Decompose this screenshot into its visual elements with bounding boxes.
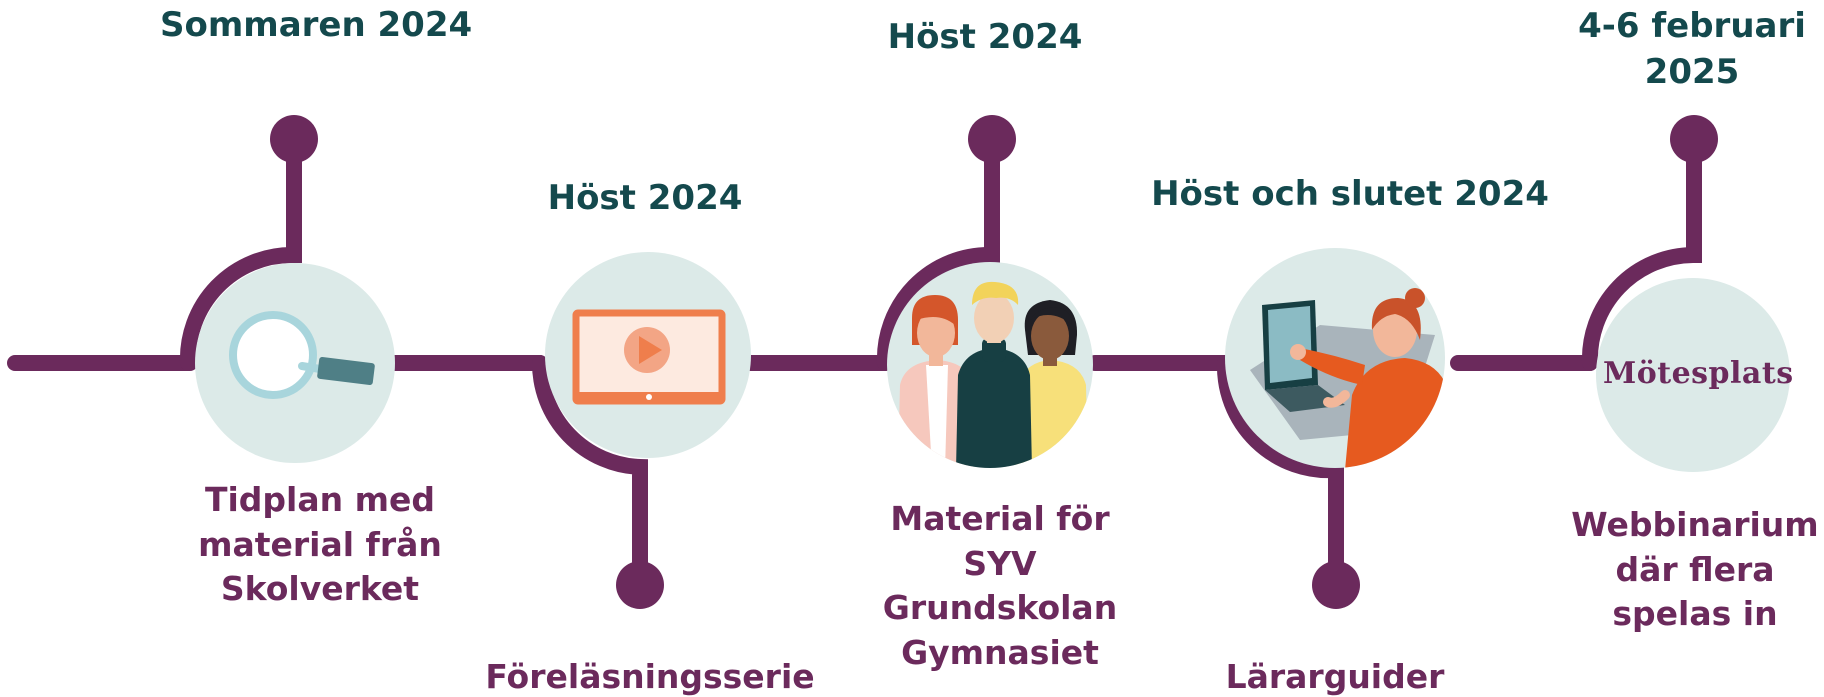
milestone-date: Sommaren 2024 (160, 5, 473, 45)
milestone-date: Höst 2024 (887, 17, 1083, 57)
milestone-dot (270, 115, 318, 163)
milestone-dot (1670, 115, 1718, 163)
milestone-date: 4-6 februari 2025 (1578, 6, 1806, 92)
milestone-description: Material för SYV Grundskolan Gymnasiet (882, 499, 1118, 672)
magnifier-icon (195, 263, 395, 463)
milestone-date: Höst och slutet 2024 (1151, 174, 1549, 214)
milestone-description: Tidplan med material från Skolverket (198, 480, 442, 609)
milestone-dot (1312, 561, 1360, 609)
stem-up-1 (179, 132, 302, 371)
video-screen-icon (545, 252, 751, 458)
motesplats-logo-text: Mötesplats (1603, 356, 1794, 391)
milestone-description: Webbinarium där flera spelas in (1571, 505, 1819, 634)
people-group-icon (887, 262, 1093, 468)
stem-down-2 (532, 355, 648, 588)
stem-down-4 (1216, 355, 1344, 593)
milestone-dot (616, 561, 664, 609)
milestone-date: Höst 2024 (547, 178, 743, 218)
milestone-dot (968, 115, 1016, 163)
person-laptop-icon (1225, 248, 1445, 468)
milestone-description: Lärarguider (1225, 657, 1445, 696)
stem-up-3 (876, 132, 1000, 371)
motesplats-logo (1596, 278, 1790, 472)
stem-up-5 (1581, 132, 1702, 371)
milestone-description: Föreläsningsserie (485, 657, 815, 696)
